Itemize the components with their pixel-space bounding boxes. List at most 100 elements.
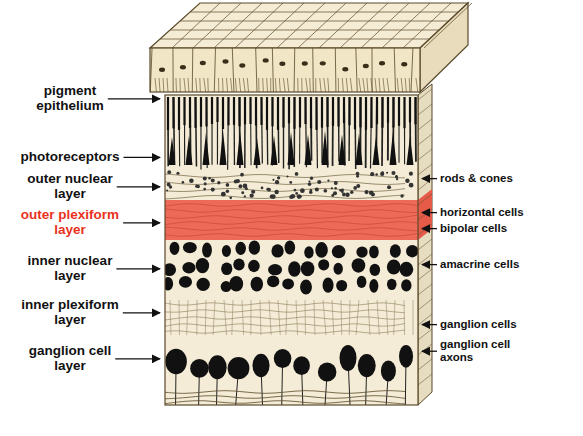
microvillus (287, 78, 288, 92)
slab-side-face (420, 3, 468, 92)
inner-nuclear-cell (233, 259, 244, 271)
block-side-face (418, 84, 432, 405)
rod (310, 97, 312, 161)
inner-nuclear-cell (332, 245, 346, 258)
photoreceptor-nucleus (294, 189, 297, 192)
cone (288, 132, 295, 165)
layer-label: pigment epithelium (12, 84, 128, 114)
rod-outer-segment (255, 97, 257, 125)
photoreceptor-nucleus (308, 182, 312, 186)
cell-wall (214, 3, 262, 48)
inner-nuclear-cell (196, 258, 209, 273)
photoreceptor-nucleus (331, 187, 333, 189)
rod (338, 97, 340, 161)
cell-label: horizontal cells (440, 206, 575, 219)
photoreceptor-nucleus (221, 192, 226, 197)
rod (387, 97, 389, 161)
side-fiber (418, 104, 432, 115)
photoreceptor-nucleus (217, 181, 220, 184)
photoreceptor-nucleus (308, 181, 310, 183)
rod (370, 97, 372, 168)
dendrite (394, 300, 395, 335)
rod-outer-segment (414, 97, 416, 124)
microvillus (167, 78, 169, 92)
photoreceptor-nucleus (342, 193, 346, 197)
dendrite (179, 300, 180, 335)
cell-nucleus (279, 61, 285, 65)
cell-wall (411, 48, 413, 92)
microvillus (306, 78, 308, 92)
cell-label: ganglion cells (440, 318, 575, 331)
photoreceptor-nucleus (310, 177, 313, 180)
rod-outer-segment (326, 97, 328, 127)
dendrite (213, 300, 215, 335)
cell-nucleus (223, 59, 229, 63)
rod (211, 97, 212, 165)
microvillus (409, 78, 411, 92)
photoreceptor-nucleus (395, 175, 398, 178)
rod (195, 97, 198, 167)
cone (373, 136, 380, 165)
ganglion-cell-body (339, 345, 356, 371)
slab-cells (150, 48, 420, 92)
side-fiber (418, 254, 432, 265)
photoreceptor-nucleus (169, 185, 172, 188)
rod-outer-segment (222, 97, 224, 129)
inner-nuclear-cell (183, 242, 197, 253)
side-fiber (418, 314, 432, 325)
side-fiber (418, 134, 432, 145)
side-fiber (418, 209, 432, 220)
photoreceptor-nucleus (370, 172, 374, 176)
rod (404, 97, 405, 164)
nerve-fiber (165, 391, 405, 394)
microvillus (184, 78, 186, 92)
inner-nuclear-cell (370, 264, 381, 276)
leader-arrow (422, 351, 437, 352)
inner-nuclear-cell (387, 279, 397, 290)
rod-outer-segment (200, 97, 202, 127)
dendrite (286, 300, 287, 335)
nuclear-fiber (165, 174, 405, 178)
dendrite (296, 300, 298, 335)
rod-outer-segment (409, 97, 411, 122)
rod-outer-segment (370, 97, 372, 128)
microvillus (416, 78, 418, 92)
photoreceptor-nucleus (339, 189, 342, 192)
rod (381, 97, 383, 166)
inner-nuclear-cell (221, 262, 232, 275)
dendrite (368, 300, 370, 335)
photoreceptor-nucleus (295, 172, 299, 176)
cell-wall (232, 48, 234, 92)
dendrite (413, 300, 414, 335)
microvillus (346, 78, 347, 92)
dendrite (404, 300, 406, 335)
inner-nuclear-cell (288, 261, 301, 276)
cell-wall (272, 48, 273, 92)
microvillus (243, 78, 245, 92)
dendrite (269, 300, 271, 335)
microvillus (324, 78, 326, 92)
photoreceptor-nucleus (409, 183, 414, 188)
leader-arrow (116, 268, 160, 269)
photoreceptor-nucleus (271, 194, 276, 199)
side-fiber (418, 374, 432, 385)
rod-outer-segment (332, 97, 334, 126)
microvillus (328, 78, 329, 92)
photoreceptor-nucleus (309, 190, 312, 193)
cone (186, 135, 193, 165)
photoreceptor-nucleus (323, 189, 327, 193)
rod-outer-segment (233, 97, 235, 125)
cell-wall (277, 3, 325, 48)
microvillus (155, 78, 156, 92)
leader-arrow (422, 324, 437, 325)
rod (299, 97, 300, 164)
leader-arrow (115, 358, 160, 359)
rod (184, 97, 185, 165)
side-fiber (418, 284, 432, 295)
microvillus (179, 78, 180, 92)
photoreceptor-nucleus (208, 177, 211, 180)
dendrite (187, 300, 188, 335)
photoreceptor-nucleus (300, 188, 305, 193)
microvillus (262, 78, 264, 92)
